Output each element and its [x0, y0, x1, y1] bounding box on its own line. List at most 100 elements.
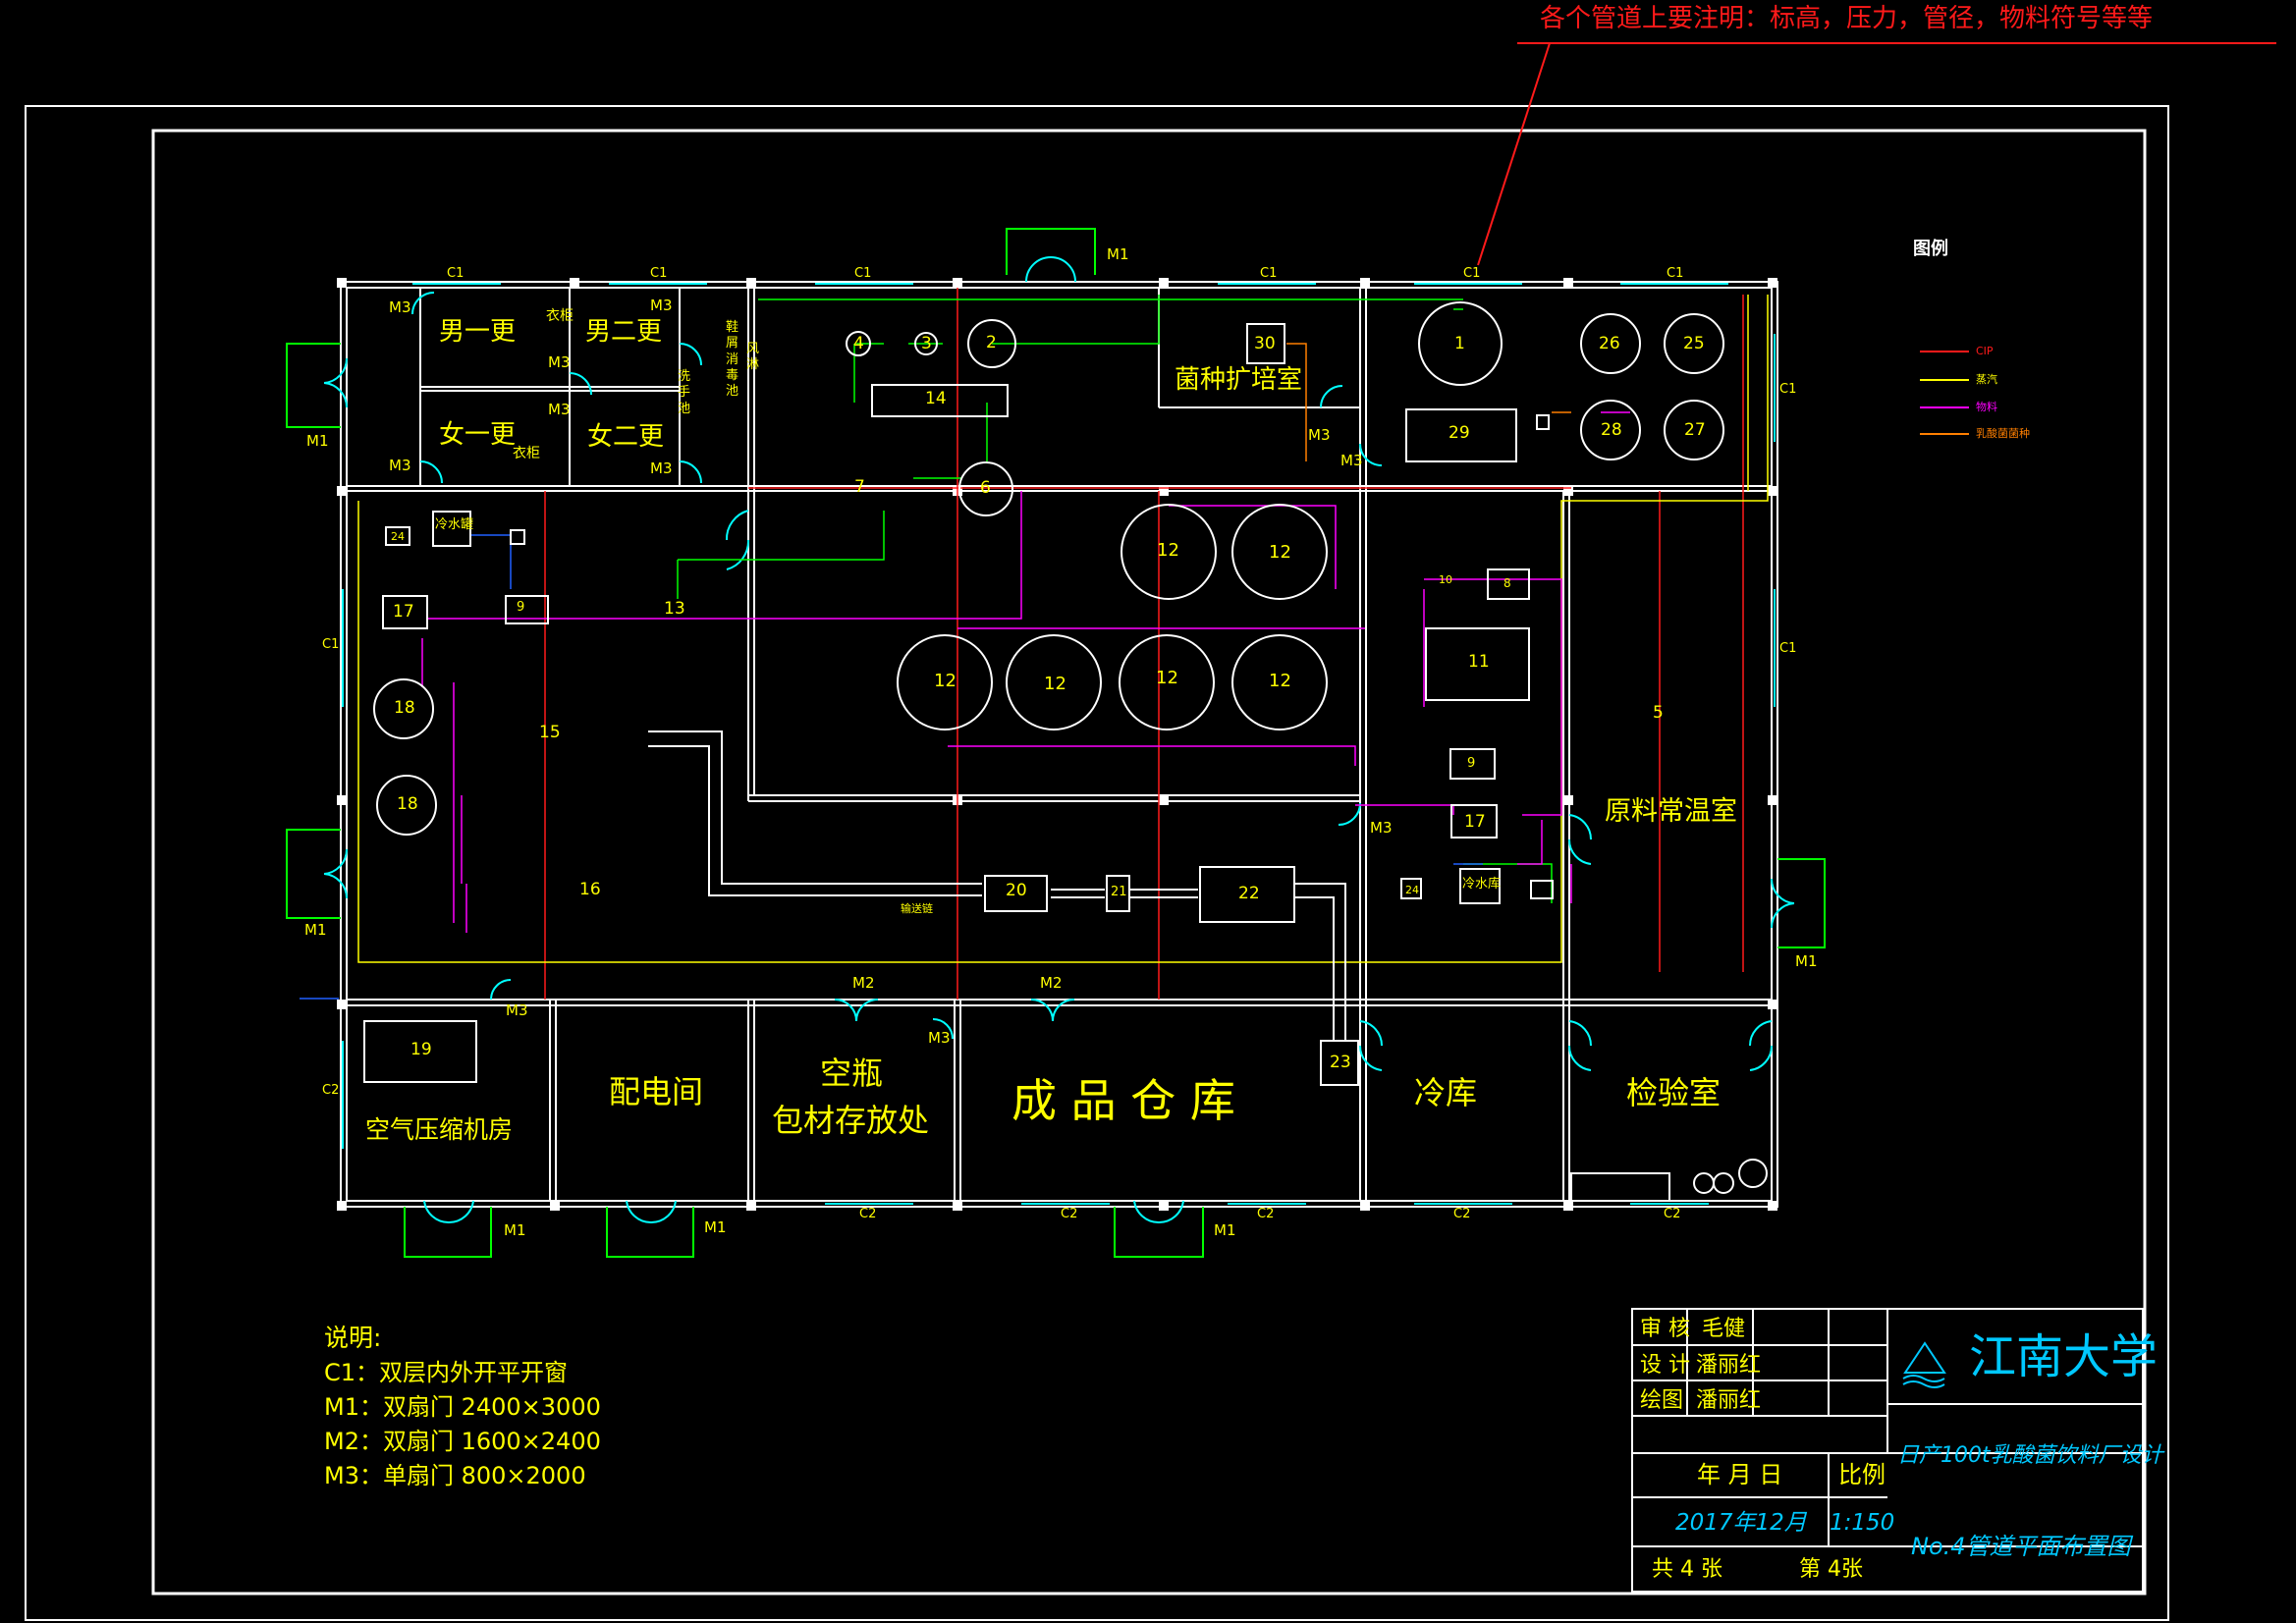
room-label: 成 品 仓 库	[1011, 1074, 1235, 1127]
window-label: C2	[1257, 1207, 1275, 1221]
window-label: C1	[1779, 382, 1797, 397]
notes-line: M1：双扇门 2400×3000	[324, 1393, 601, 1421]
equipment-number: 22	[1238, 884, 1260, 903]
title-draw-label: 绘图	[1640, 1388, 1684, 1413]
room-label: 空气压缩机房	[365, 1115, 514, 1144]
room-label: 冷水库	[1462, 877, 1502, 892]
equipment-number: 18	[397, 794, 418, 814]
title-design-label: 设 计	[1640, 1353, 1690, 1378]
legend-swatches	[1920, 351, 1969, 435]
equipment-number: 18	[394, 698, 415, 718]
door-label: M3	[389, 457, 411, 474]
window-label: C1	[1779, 641, 1797, 656]
room-label: 冷水罐	[435, 517, 474, 532]
equipment-number: 12	[934, 671, 957, 691]
door-label: M3	[548, 401, 571, 418]
equipment-number: 14	[925, 389, 947, 408]
window-label: C2	[1664, 1207, 1681, 1221]
title-scale-value: 1:150	[1830, 1510, 1895, 1536]
equipment-number: 15	[539, 723, 561, 742]
equipment-number: 9	[1467, 756, 1476, 771]
legend-item: CIP	[1976, 345, 1994, 357]
title-draw-name: 潘丽红	[1696, 1388, 1762, 1413]
title-date-value: 2017年12月	[1675, 1510, 1807, 1536]
equipment-number: 1	[1454, 334, 1465, 353]
equipment-number: 20	[1006, 881, 1027, 900]
equipment-number: 12	[1044, 674, 1066, 694]
room-label: 鞋屑消毒池	[726, 320, 739, 399]
door-label: M3	[650, 460, 673, 477]
title-design-name: 潘丽红	[1696, 1353, 1762, 1378]
equipment-number: 11	[1468, 652, 1490, 672]
room-label: 男二更	[585, 317, 663, 347]
equipment-number: 24	[391, 530, 405, 543]
equipment-number: 12	[1269, 542, 1291, 563]
door-label: M3	[506, 1001, 528, 1019]
equipment-number: 7	[854, 477, 865, 497]
window-label: C1	[854, 266, 872, 281]
room-label: 空瓶	[820, 1055, 884, 1092]
door-label: M1	[504, 1221, 526, 1239]
window-label: C1	[650, 266, 668, 281]
equipment-number: 13	[664, 599, 685, 619]
legend-item: 蒸汽	[1976, 373, 1997, 386]
outer-border	[25, 105, 2169, 1621]
equipment-number: 17	[1464, 812, 1486, 832]
door-label: M3	[928, 1029, 951, 1047]
window-label: C2	[1453, 1207, 1471, 1221]
notes-line: C1：双层内外开平开窗	[324, 1359, 569, 1386]
equipment-number: 30	[1254, 334, 1276, 353]
equipment-number: 21	[1111, 885, 1127, 899]
room-label: 包材存放处	[772, 1102, 930, 1139]
cip-lines	[544, 288, 1744, 1000]
equipment-number: 12	[1157, 540, 1179, 561]
water-lines	[300, 534, 1483, 1000]
door-label: M3	[650, 297, 673, 314]
window-label: C2	[859, 1207, 877, 1221]
drawing-frame	[151, 129, 2147, 1596]
columns	[337, 278, 1777, 1211]
door-label: M2	[852, 974, 875, 992]
legend-item: 乳酸菌菌种	[1976, 427, 2030, 440]
equipment-number: 16	[579, 880, 601, 899]
door-label: M1	[304, 921, 327, 939]
door-label: M3	[1308, 426, 1331, 444]
equipment-number: 27	[1684, 420, 1706, 440]
room-label: 衣柜	[513, 446, 540, 461]
room-label: 洗手池	[678, 369, 691, 416]
equipment-number: 12	[1269, 671, 1291, 691]
university-name: 江南大学	[1969, 1329, 2159, 1384]
equipment-number: 8	[1503, 576, 1511, 590]
notes-title: 说明:	[324, 1324, 382, 1352]
door-label: M3	[548, 353, 571, 371]
window-label: C1	[322, 637, 340, 652]
window-label: C1	[1667, 266, 1684, 281]
material-lines	[421, 411, 1630, 933]
door-label: M1	[704, 1218, 727, 1236]
conveyor-label: 输送链	[901, 902, 933, 915]
room-label: 菌种扩培室	[1175, 365, 1303, 395]
annotation-leader	[1477, 42, 1551, 266]
equipment-number: 2	[986, 333, 997, 352]
equipment-number: 6	[980, 478, 991, 498]
room-label: 女一更	[439, 420, 517, 450]
window-label: C1	[1260, 266, 1278, 281]
walls	[340, 281, 1778, 1208]
equipment-number: 4	[853, 334, 864, 353]
title-sheet-no: 第 4张	[1799, 1557, 1863, 1582]
door-label: M1	[1795, 952, 1818, 970]
tanks	[373, 301, 1768, 1194]
equipment-number: 5	[1653, 703, 1664, 723]
window-label: C1	[1463, 266, 1481, 281]
room-label: 冷库	[1414, 1074, 1478, 1111]
door-label: M1	[1214, 1221, 1236, 1239]
equipment-number: 29	[1449, 423, 1470, 443]
window-label: C2	[1061, 1207, 1078, 1221]
door-label: M3	[1370, 819, 1393, 837]
equipment-number: 23	[1330, 1053, 1351, 1072]
title-date-label: 年 月 日	[1697, 1461, 1783, 1488]
windows	[342, 283, 1776, 1205]
university-logo-icon	[1902, 1341, 1946, 1388]
title-sheets-total: 共 4 张	[1652, 1557, 1722, 1582]
